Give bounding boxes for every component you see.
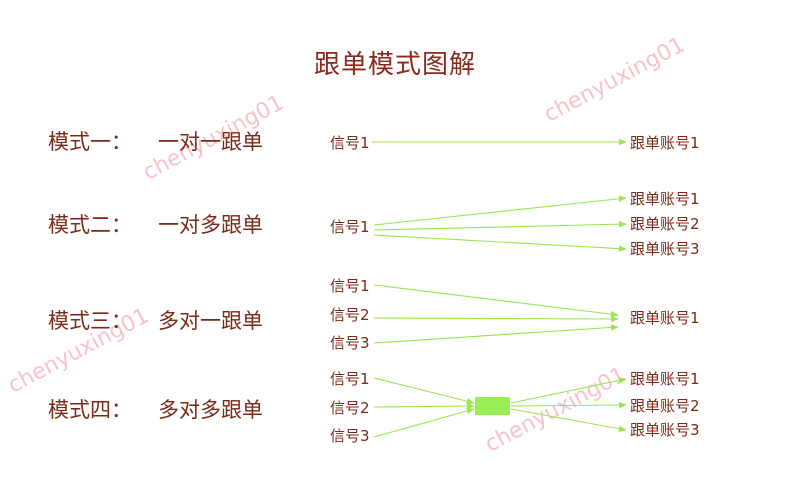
- mode-desc: 多对多跟单: [158, 398, 263, 422]
- account-label: 跟单账号1: [630, 309, 700, 327]
- account-label: 跟单账号1: [630, 134, 700, 152]
- mode-2-heading: 模式二： 一对多跟单: [48, 209, 263, 239]
- signal-label: 信号1: [330, 370, 370, 388]
- arrow-connector: [373, 284, 619, 318]
- account-label: 跟单账号1: [630, 190, 700, 208]
- signal-label: 信号3: [330, 427, 370, 445]
- mode-4-heading: 模式四： 多对多跟单: [48, 394, 263, 424]
- arrow-connector: [373, 234, 627, 252]
- account-label: 跟单账号3: [630, 421, 700, 439]
- signal-label: 信号2: [330, 399, 370, 417]
- hub-box: [475, 397, 510, 415]
- arrow-connector: [373, 402, 475, 410]
- account-label: 跟单账号3: [630, 240, 700, 258]
- mode-name: 模式四：: [48, 398, 132, 422]
- mode-name: 模式三：: [48, 309, 132, 333]
- arrow-connector: [373, 377, 475, 405]
- page-title: 跟单模式图解: [313, 50, 476, 80]
- arrow-connector: [510, 408, 627, 432]
- account-label: 跟单账号2: [630, 215, 700, 233]
- arrow-connector: [373, 324, 619, 344]
- mode-name: 模式二：: [48, 213, 132, 237]
- mode-desc: 多对一跟单: [158, 309, 263, 333]
- signal-label: 信号1: [330, 277, 370, 295]
- mode-desc: 一对多跟单: [158, 213, 263, 237]
- mode-1-heading: 模式一： 一对一跟单: [48, 126, 263, 156]
- arrow-connector: [373, 195, 627, 226]
- signal-label: 信号1: [330, 134, 370, 152]
- arrow-connector: [373, 315, 619, 323]
- signal-label: 信号2: [330, 306, 370, 324]
- mode-name: 模式一：: [48, 130, 132, 154]
- arrow-connector: [510, 377, 627, 404]
- account-label: 跟单账号1: [630, 370, 700, 388]
- mode-desc: 一对一跟单: [158, 130, 263, 154]
- signal-label: 信号3: [330, 334, 370, 352]
- mode-3-heading: 模式三： 多对一跟单: [48, 305, 263, 335]
- arrow-connector: [373, 407, 475, 438]
- arrow-connector: [510, 401, 627, 409]
- account-label: 跟单账号2: [630, 397, 700, 415]
- signal-label: 信号1: [330, 218, 370, 236]
- arrow-connector: [373, 220, 627, 231]
